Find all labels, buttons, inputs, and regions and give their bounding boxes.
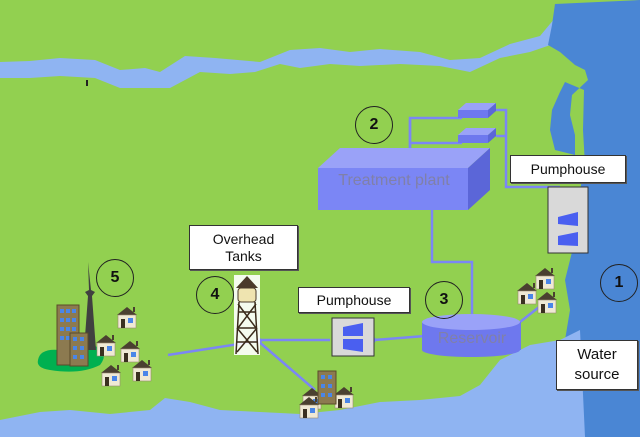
city-cluster — [37, 262, 104, 372]
water-tower-icon — [234, 275, 260, 355]
step-marker-3: 3 — [425, 281, 463, 319]
pumphouse-river-text: Pumphouse — [530, 160, 606, 177]
step-marker-5: 5 — [96, 259, 134, 297]
step-marker-1: 1 — [600, 264, 638, 302]
step-marker-2: 2 — [355, 106, 393, 144]
bottom-river — [0, 330, 585, 437]
pump-icon — [331, 317, 375, 357]
sea — [548, 0, 640, 437]
pumphouse-river-label: Pumphouse — [510, 155, 626, 183]
pumphouse-reservoir-text: Pumphouse — [316, 291, 392, 308]
tv-tower-icon — [84, 262, 96, 350]
top-river — [0, 2, 640, 88]
water-source-label: Water source — [556, 340, 638, 390]
overhead-text-1: Overhead — [212, 230, 275, 247]
reservoir-tank — [422, 314, 521, 357]
reservoir-label: Reservoir — [437, 330, 507, 347]
step-marker-4: 4 — [196, 276, 234, 314]
treatment-plant-box — [318, 148, 490, 210]
pump-icon — [547, 186, 589, 254]
overhead-text-2: Tanks — [225, 247, 262, 264]
filter-unit-icon — [458, 103, 496, 118]
water-source-text-2: source — [574, 366, 620, 383]
filter-unit-icon — [458, 128, 496, 143]
pumphouse-reservoir-label: Pumphouse — [298, 287, 410, 313]
apartment-building-icon — [69, 332, 89, 367]
apartment-building-icon — [317, 370, 337, 405]
treatment-plant-label: Treatment plant — [338, 172, 450, 189]
overhead-tanks-label: Overhead Tanks — [189, 225, 298, 270]
water-source-text-1: Water — [577, 346, 617, 363]
